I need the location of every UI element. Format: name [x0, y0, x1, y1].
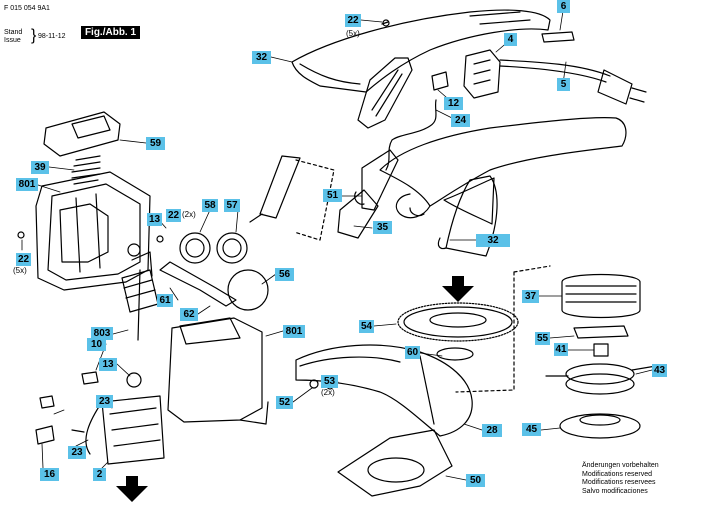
callout-54-gear-ring: 54	[359, 320, 374, 333]
callout-61-bracket: 61	[157, 294, 173, 307]
callout-23-cable-low: 23	[68, 446, 86, 459]
note-line: Modifications reservees	[582, 479, 656, 486]
callout-12-clip: 12	[444, 97, 463, 110]
capacitor-drawing	[249, 155, 301, 223]
callout-56-gear: 56	[275, 268, 294, 281]
callout-50-deflector: 50	[466, 474, 485, 487]
callout-52-screw: 52	[276, 396, 293, 409]
callout-57-brush-holder: 57	[224, 199, 240, 212]
callout-32-upper-handle: 32	[252, 51, 271, 64]
callout-10-switch-part: 10	[87, 338, 106, 351]
switch-clip-drawing	[81, 371, 99, 385]
arrow-down-bottom	[116, 476, 148, 502]
dashed-frame	[455, 265, 551, 393]
leader-lines	[21, 10, 653, 481]
note-line: Modifications reserved	[582, 470, 653, 478]
callout-58-brush-holder: 58	[202, 199, 218, 212]
callout-37-spool-cap: 37	[522, 290, 539, 303]
gear-ring-drawing	[397, 302, 519, 361]
grip-drawing	[337, 149, 399, 239]
callout-43-spool: 43	[652, 364, 667, 377]
callout-32-lower-handle: 32	[476, 234, 510, 247]
upper-handle-drawing	[291, 9, 551, 129]
arrow-down-top	[442, 276, 474, 302]
stand-label: Stand	[4, 29, 23, 36]
armature-drawing	[121, 251, 159, 388]
callout-59-cover: 59	[146, 137, 165, 150]
gear-drawing	[227, 269, 269, 311]
lower-handle-drawing	[379, 117, 627, 257]
callout-2-stator: 2	[93, 468, 106, 481]
switch-drawing	[431, 49, 501, 99]
callout-55-button: 55	[535, 332, 550, 345]
note-line: Salvo modificaciones	[582, 487, 648, 495]
brush-block-drawing	[35, 425, 55, 445]
qty-22-top: (5x)	[346, 29, 360, 38]
qty-22-left: (5x)	[13, 266, 27, 275]
callout-24-cable: 24	[451, 114, 470, 127]
callout-6-plug-cover: 6	[557, 0, 570, 13]
callout-22-screw-top: 22	[345, 14, 361, 27]
cable-drawing	[385, 99, 437, 171]
modification-notes: Änderungen vorbehalten Modifications res…	[582, 462, 659, 496]
brush-holders-drawing	[159, 232, 248, 307]
cable-plug-drawing	[499, 31, 647, 105]
deflector-drawing	[337, 429, 453, 497]
callout-13-bearing-low: 13	[99, 358, 117, 371]
motor-shroud-drawing	[167, 317, 269, 425]
doc-number: F 015 054 9A1	[4, 5, 50, 12]
issue-label: Issue	[4, 37, 21, 44]
callout-13-bearing-top: 13	[147, 213, 162, 226]
callout-16-terminal: 16	[40, 468, 59, 481]
callout-53-screw: 53	[321, 375, 338, 388]
callout-801-housing: 801	[16, 178, 38, 191]
issue-date: 98-11-12	[38, 33, 66, 40]
terminal-drawing	[39, 395, 55, 409]
callout-4-switch: 4	[504, 33, 517, 46]
dashed-bracket	[293, 159, 335, 241]
qty-22-mid: (2x)	[182, 210, 196, 219]
callout-801-shroud: 801	[283, 325, 305, 338]
callout-23-cable-top: 23	[96, 395, 113, 408]
callout-45-spool-cover: 45	[522, 423, 541, 436]
callout-803-armature: 803	[91, 327, 113, 340]
brace-glyph: }	[31, 27, 37, 44]
motor-housing-drawing	[35, 171, 151, 291]
top-cover-drawing	[43, 111, 121, 185]
callout-22-screw-left: 22	[16, 253, 31, 266]
note-line: Änderungen vorbehalten	[582, 462, 659, 469]
callout-35-grip-sleeve: 35	[373, 221, 392, 234]
callout-41-nut: 41	[554, 343, 568, 356]
callout-60-ring: 60	[405, 346, 420, 359]
guard-drawing	[295, 344, 473, 437]
callout-39-spring: 39	[31, 161, 49, 174]
spool-assembly-drawing	[545, 273, 657, 439]
callout-28-guard: 28	[482, 424, 502, 437]
callout-5-cable: 5	[557, 78, 570, 91]
figure-tag: Fig./Abb. 1	[81, 26, 140, 39]
callout-51-grip: 51	[323, 189, 342, 202]
callout-22-screw-mid: 22	[166, 209, 181, 222]
qty-52: (2x)	[321, 388, 335, 397]
callout-62-spring-clip: 62	[180, 308, 198, 321]
